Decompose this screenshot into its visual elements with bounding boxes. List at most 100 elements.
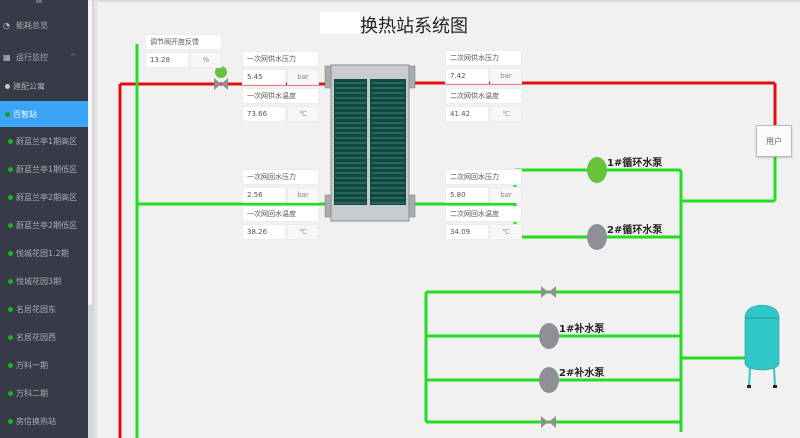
sidebar-item-station[interactable]: 蔚蓝兰亭2期低区 [0, 212, 88, 238]
readout-value: 73.66 [242, 106, 286, 122]
tank-leg [748, 367, 751, 387]
sidebar-item-station[interactable]: 名居花园东 [0, 296, 88, 322]
valve-icon-left [541, 286, 548, 298]
sidebar-item-station[interactable]: 蔚蓝兰亭1期高区 [0, 128, 88, 154]
sidebar-item-label: 百智站 [13, 109, 37, 119]
readout-primary-supply-pressure: 一次网供水压力 5.45 bar [242, 51, 319, 85]
status-dot [8, 418, 13, 424]
readout-value: 34.09 [445, 224, 489, 240]
readout-value: 2.56 [242, 187, 286, 203]
user-node[interactable]: 用户 [756, 125, 792, 157]
status-dot [8, 306, 13, 312]
readout-unit: ℃ [287, 106, 319, 122]
readout-secondary-supply-temp: 二次网供水温度 41.42 ℃ [445, 88, 522, 122]
valve-icon-right [549, 416, 556, 428]
readout-valve-feedback: 调节阀开度反馈 13.28 % [145, 34, 222, 68]
status-dot [8, 390, 13, 396]
readout-primary-return-temp: 一次网回水温度 38.26 ℃ [242, 206, 319, 240]
readout-value: 5.80 [445, 187, 489, 203]
chevron-up-icon: ^ [70, 53, 76, 61]
sidebar-item-station-active[interactable]: 百智站 [0, 101, 88, 127]
sidebar-item-label: 悦城花园3期 [16, 276, 62, 286]
valve-icon-right [549, 286, 556, 298]
sidebar-item-station[interactable]: 房信换热站 [0, 408, 88, 434]
heat-exchanger[interactable] [324, 64, 416, 222]
makeup-pump-2-label: 2#补水泵 [559, 368, 605, 379]
status-dot [8, 138, 13, 144]
sidebar-item-station[interactable]: 蔚蓝兰亭1期低区 [0, 156, 88, 182]
main-panel-border [94, 0, 97, 438]
sidebar-item-station[interactable]: 名居花园西 [0, 324, 88, 350]
sidebar-item-label: 名居花园东 [16, 304, 56, 314]
circ-pump-1-icon[interactable] [587, 157, 607, 183]
readout-unit: % [190, 52, 222, 68]
sidebar-item-station[interactable]: 悦城花园3期 [0, 268, 88, 294]
status-dot [8, 362, 13, 368]
readout-unit: ℃ [490, 224, 522, 240]
sidebar-item-station[interactable]: 建配公寓 [0, 73, 88, 99]
sidebar-item-station[interactable]: 悦城花园1.2期 [0, 240, 88, 266]
sidebar-item-label: 运行监控 [16, 52, 48, 62]
status-dot [8, 166, 13, 172]
readout-secondary-supply-pressure: 二次网供水压力 7.42 bar [445, 50, 522, 84]
readout-secondary-return-temp: 二次网回水温度 34.09 ℃ [445, 206, 522, 240]
tank-leg [773, 367, 776, 387]
circ-pump-2-icon[interactable] [587, 224, 607, 250]
sidebar-item-label: 万科一期 [16, 360, 48, 370]
readout-unit: bar [287, 187, 319, 203]
sidebar-scrollbar-thumb[interactable] [88, 0, 92, 305]
plate-lines [335, 82, 405, 204]
readout-secondary-return-pressure: 二次网回水压力 5.80 bar [445, 169, 522, 203]
readout-value: 38.26 [242, 224, 286, 240]
valve-status-indicator [215, 66, 227, 78]
regulating-valve[interactable] [214, 66, 228, 90]
readout-label: 一次网回水压力 [242, 169, 319, 185]
monitor-icon: ▦ [3, 52, 11, 62]
sidebar-item-station[interactable]: 万科一期 [0, 352, 88, 378]
readout-label: 二次网回水温度 [445, 206, 522, 222]
title-mask [320, 12, 360, 34]
readout-primary-return-pressure: 一次网回水压力 2.56 bar [242, 169, 319, 203]
sidebar-grip[interactable] [36, 0, 42, 3]
sidebar-item-label: 能耗总览 [16, 20, 48, 30]
sidebar-item-run-monitor[interactable]: ▦ 运行监控 ^ [0, 44, 88, 70]
readout-value: 13.28 [145, 52, 189, 68]
readout-primary-supply-temp: 一次网供水温度 73.66 ℃ [242, 88, 319, 122]
readout-value: 7.42 [445, 68, 489, 84]
makeup-pump-2-icon[interactable] [539, 367, 559, 393]
expansion-tank[interactable] [744, 304, 780, 388]
sidebar-item-label: 名居花园西 [16, 332, 56, 342]
sidebar-item-station[interactable]: 万科二期 [0, 380, 88, 406]
sidebar: ◔ 能耗总览 ▦ 运行监控 ^ 建配公寓 百智站 蔚蓝兰亭1期高区 蔚蓝兰亭1期… [0, 0, 88, 438]
makeup-pump-1-icon[interactable] [539, 323, 559, 349]
status-dot [8, 278, 13, 284]
bypass-valve-2[interactable] [541, 416, 556, 428]
sidebar-item-label: 蔚蓝兰亭2期低区 [16, 220, 78, 230]
readout-unit: ℃ [490, 106, 522, 122]
status-dot [8, 194, 13, 200]
supply-pipes [118, 81, 777, 438]
sidebar-item-station[interactable]: 蔚蓝兰亭2期高区 [0, 184, 88, 210]
circ-pump-2-label: 2#循环水泵 [607, 225, 663, 236]
tank-foot [773, 385, 777, 388]
status-dot [8, 250, 13, 256]
page-title: 换热站系统图 [360, 16, 468, 37]
sidebar-item-label: 万科二期 [16, 388, 48, 398]
top-divider [97, 0, 800, 2]
circ-pump-1-label: 1#循环水泵 [607, 158, 663, 169]
sidebar-item-label: 建配公寓 [13, 81, 45, 91]
exchanger-plates-right [370, 79, 406, 205]
readout-unit: bar [490, 68, 522, 84]
readout-label: 一次网供水压力 [242, 51, 319, 67]
sidebar-item-energy-overview[interactable]: ◔ 能耗总览 [0, 12, 88, 38]
readout-label: 一次网回水温度 [242, 206, 319, 222]
makeup-pump-1-label: 1#补水泵 [559, 324, 605, 335]
readout-label: 二次网供水压力 [445, 50, 522, 66]
sidebar-item-label: 蔚蓝兰亭1期低区 [16, 164, 78, 174]
sidebar-item-label: 悦城花园1.2期 [16, 248, 69, 258]
readout-label: 二次网供水温度 [445, 88, 522, 104]
bypass-valve-1[interactable] [541, 286, 556, 298]
tank-foot [747, 385, 751, 388]
status-dot [5, 83, 10, 89]
